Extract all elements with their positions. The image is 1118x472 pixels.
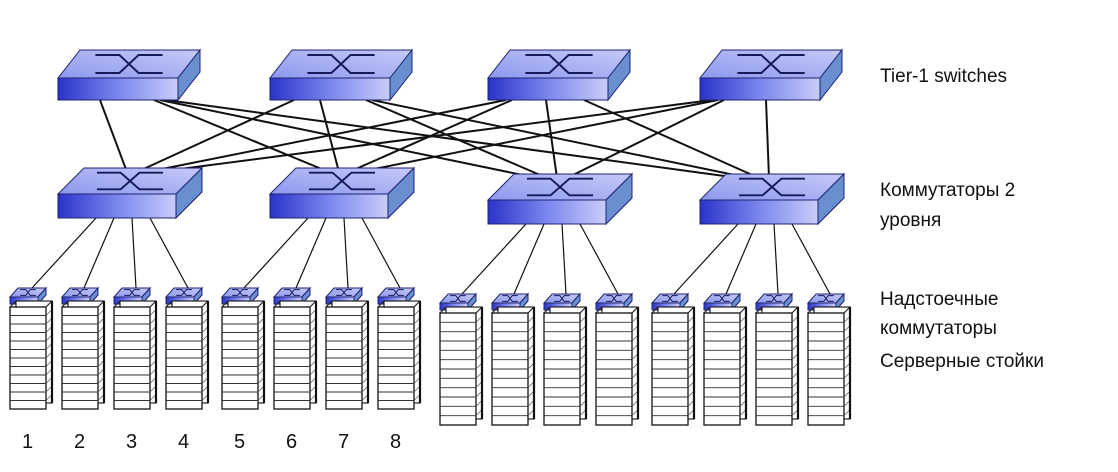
tier1-tier2-link xyxy=(545,99,558,179)
tier2-tor-link xyxy=(579,223,619,295)
tier2-tor-link xyxy=(243,217,309,289)
tier1-tier2-link xyxy=(165,99,740,179)
tier2-switch-1 xyxy=(56,166,204,220)
rack-number-layer: 1 2 3 4 5 6 7 8 xyxy=(22,431,401,453)
tier2-tor-link xyxy=(131,217,137,289)
tier1-tier2-link xyxy=(99,99,128,173)
tier1-switch-2 xyxy=(268,48,414,102)
switch-arrows-icon xyxy=(737,54,805,74)
tier1-tier2-link xyxy=(146,99,507,173)
tor-label-line2: коммутаторы xyxy=(880,318,997,339)
tier1-tier2-link xyxy=(371,99,750,179)
tier2-tor-link xyxy=(673,223,739,295)
rack-number-5: 5 xyxy=(234,431,245,453)
switch-arrows-icon xyxy=(606,295,622,302)
server-rack xyxy=(807,306,852,426)
switch-arrows-icon xyxy=(662,295,678,302)
tier1-tier2-link xyxy=(159,99,538,179)
tier2-switch-2 xyxy=(268,166,416,220)
switch-arrows-icon xyxy=(308,171,376,191)
rack-number-7: 7 xyxy=(338,431,349,453)
switch-arrows-icon xyxy=(176,289,192,296)
tier1-tier2-link xyxy=(365,99,548,179)
tier2-tor-link xyxy=(513,223,545,295)
switch-arrows-icon xyxy=(232,289,248,296)
tier2-tor-link xyxy=(461,223,527,295)
tier2-tor-link xyxy=(361,217,401,289)
rack-number-2: 2 xyxy=(74,431,85,453)
racks-label: Серверные стойки xyxy=(880,351,1044,372)
tier2-switch-4 xyxy=(698,172,846,226)
tier1-tier2-link xyxy=(765,99,770,179)
tier2-tor-link xyxy=(791,223,831,295)
server-rack xyxy=(9,300,54,410)
tier1-tier2-link xyxy=(153,99,330,173)
server-rack xyxy=(113,300,158,410)
switch-arrows-icon xyxy=(388,289,404,296)
switch-arrows-icon xyxy=(526,177,594,197)
server-rack xyxy=(439,306,484,426)
rack-number-4: 4 xyxy=(178,431,189,453)
tier2-tor-link xyxy=(561,223,567,295)
tier1-tier2-link xyxy=(156,99,713,173)
switch-arrows-icon xyxy=(818,295,834,302)
rack-number-1: 1 xyxy=(22,431,33,453)
tier1-tier2-link xyxy=(136,99,295,173)
tier2-tor-link xyxy=(295,217,327,289)
tier1-switch-4 xyxy=(698,48,844,102)
tier2-switch-3 xyxy=(486,172,634,226)
switch-arrows-icon xyxy=(766,295,782,302)
tier2-label-line2: уровня xyxy=(880,210,942,231)
server-rack xyxy=(703,306,748,426)
tor-label-line1: Надстоечные xyxy=(880,289,999,310)
tier1-switch-1 xyxy=(56,48,202,102)
rack-number-3: 3 xyxy=(126,431,137,453)
switch-arrows-icon xyxy=(714,295,730,302)
tier2-tor-link xyxy=(725,223,757,295)
switch-arrows-icon xyxy=(336,289,352,296)
switch-arrows-icon xyxy=(738,177,806,197)
server-rack xyxy=(595,306,640,426)
tier2-tor-link xyxy=(773,223,779,295)
server-rack xyxy=(165,300,210,410)
switch-arrows-icon xyxy=(502,295,518,302)
switch-arrows-icon xyxy=(72,289,88,296)
server-rack xyxy=(543,306,588,426)
server-rack xyxy=(651,306,696,426)
switch-arrows-icon xyxy=(554,295,570,302)
tier2-tor-link xyxy=(149,217,189,289)
tier1-tier2-link xyxy=(583,99,760,179)
switch-arrows-icon xyxy=(307,54,375,74)
server-rack xyxy=(325,300,370,410)
server-rack xyxy=(377,300,422,410)
server-rack xyxy=(273,300,318,410)
tier2-tor-link xyxy=(343,217,349,289)
switch-arrows-icon xyxy=(284,289,300,296)
switch-arrows-icon xyxy=(96,171,164,191)
rack-number-6: 6 xyxy=(286,431,297,453)
switch-arrows-icon xyxy=(20,289,36,296)
tier1-tier2-link xyxy=(566,99,725,179)
server-rack xyxy=(61,300,106,410)
link-layer xyxy=(31,99,831,295)
rack-number-8: 8 xyxy=(390,431,401,453)
switch-arrows-icon xyxy=(124,289,140,296)
switch-arrows-icon xyxy=(450,295,466,302)
tier2-tor-link xyxy=(31,217,97,289)
switch-arrows-icon xyxy=(95,54,163,74)
switch-layer xyxy=(8,48,846,312)
tier1-label: Tier-1 switches xyxy=(880,66,1008,87)
tier1-tier2-link xyxy=(358,99,719,173)
server-rack xyxy=(221,300,266,410)
tier2-label-line1: Коммутаторы 2 xyxy=(880,180,1016,201)
rack-layer xyxy=(9,300,852,426)
tier1-switch-3 xyxy=(486,48,632,102)
switch-arrows-icon xyxy=(525,54,593,74)
server-rack xyxy=(491,306,536,426)
server-rack xyxy=(755,306,800,426)
tier2-tor-link xyxy=(83,217,115,289)
